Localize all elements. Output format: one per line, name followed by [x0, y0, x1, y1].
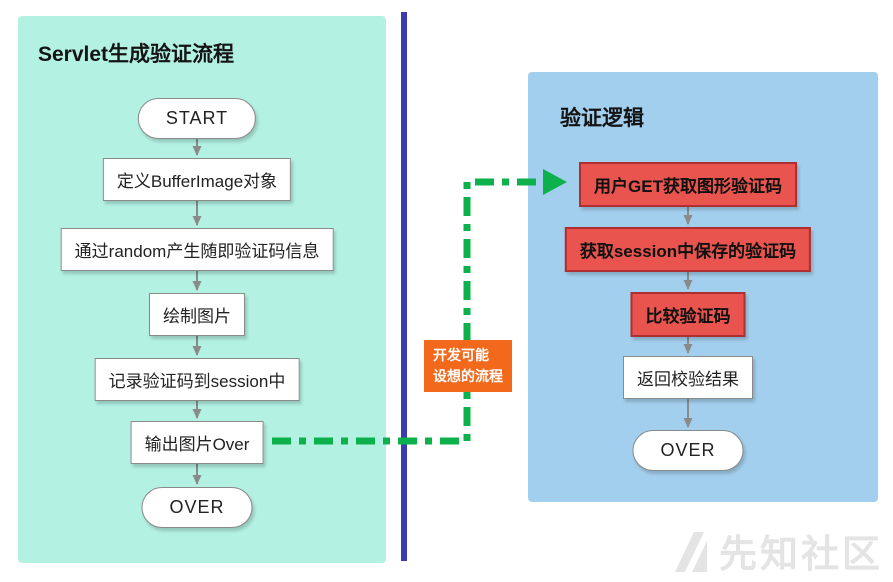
node-draw-image: 绘制图片 — [149, 293, 245, 336]
watermark: 先知社区 — [667, 523, 883, 578]
watermark-text: 先知社区 — [718, 534, 883, 576]
node-over-right: OVER — [632, 430, 744, 471]
flow-annotation-label: 开发可能 设想的流程 — [424, 340, 512, 392]
node-record-session: 记录验证码到session中 — [94, 358, 300, 401]
node-output-image: 输出图片Over — [130, 421, 264, 464]
vertical-divider — [401, 12, 407, 561]
node-define-bufferimage: 定义BufferImage对象 — [102, 158, 292, 201]
node-start: START — [137, 98, 257, 139]
node-user-get-captcha: 用户GET获取图形验证码 — [579, 162, 797, 207]
node-random-code: 通过random产生随即验证码信息 — [60, 228, 334, 271]
node-return-result: 返回校验结果 — [623, 356, 753, 399]
xianzhi-logo-icon — [674, 531, 707, 572]
right-panel-title: 验证逻辑 — [560, 107, 644, 130]
node-compare-code: 比较验证码 — [630, 292, 746, 337]
node-get-session-code: 获取session中保存的验证码 — [564, 227, 812, 272]
node-over-left: OVER — [141, 487, 253, 528]
left-panel-title: Servlet生成验证流程 — [38, 43, 235, 66]
